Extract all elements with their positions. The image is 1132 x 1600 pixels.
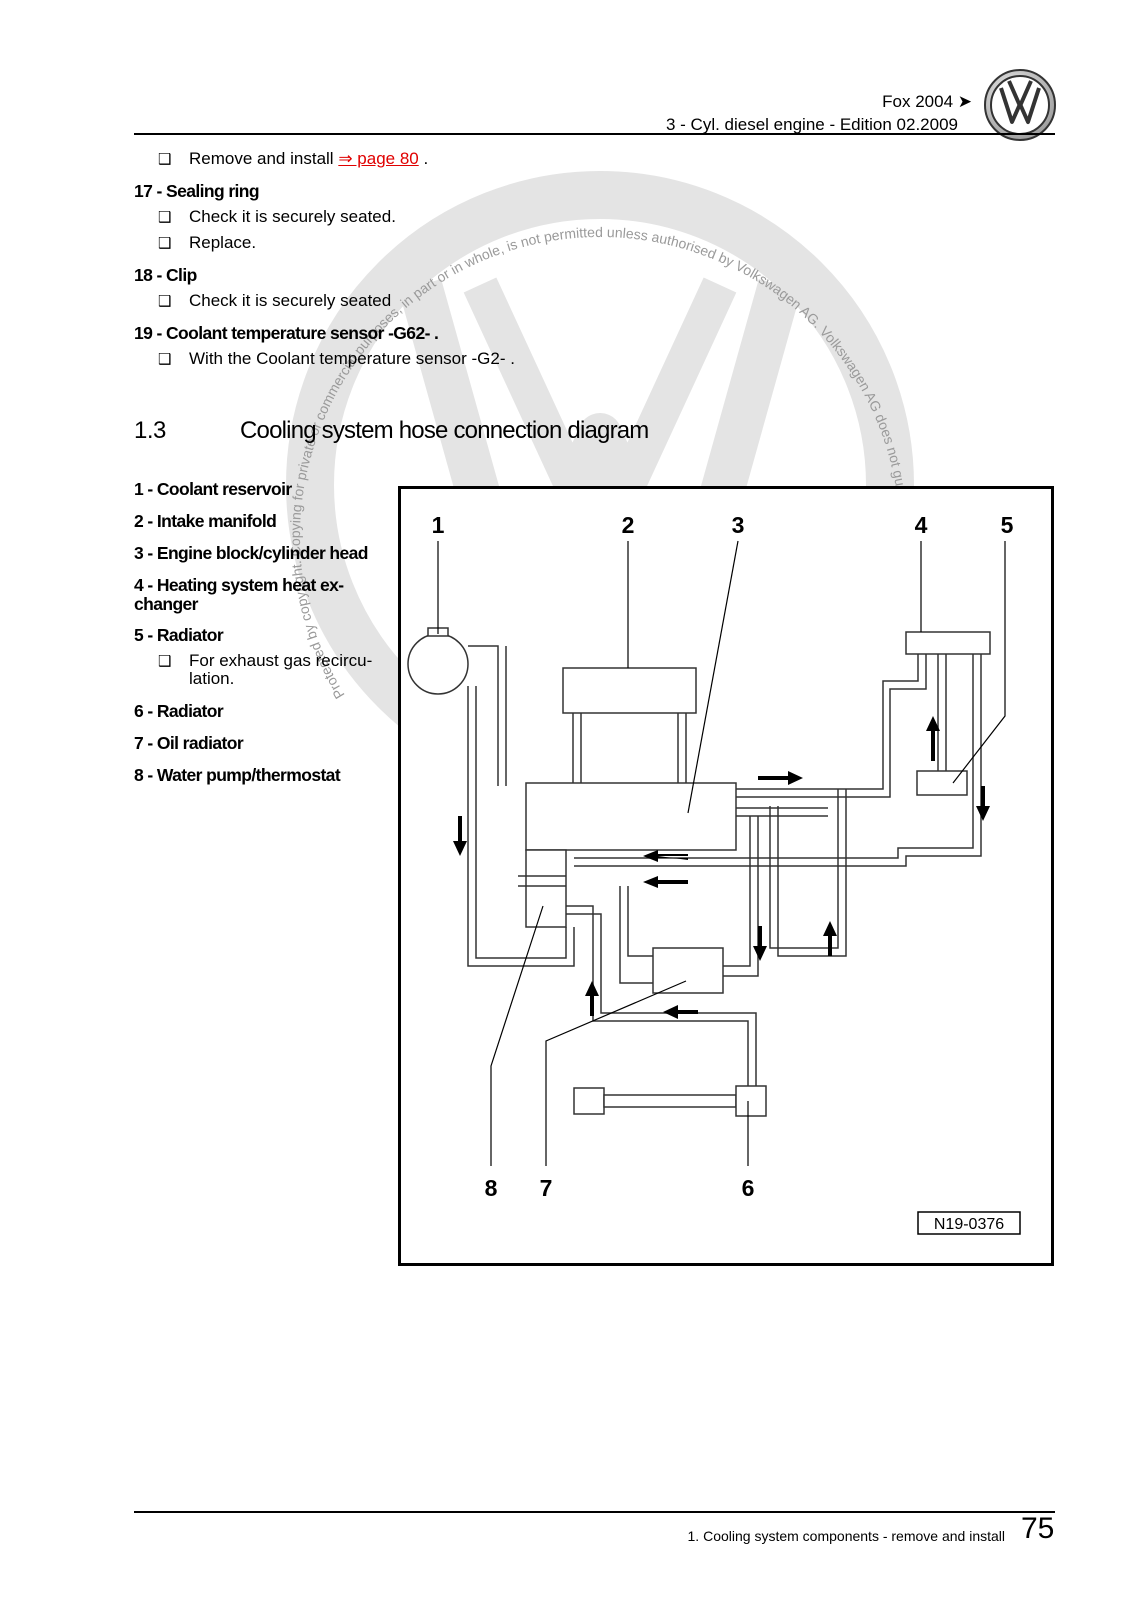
header-title: Fox 2004 ➤ (882, 92, 972, 111)
diagram-label-7: 7 (540, 1175, 553, 1201)
arrow-icon (643, 876, 688, 888)
bullet-item17-1: ❑ Check it is securely seated. (158, 206, 396, 229)
checkbox-icon: ❑ (158, 293, 172, 310)
legend-item-6: 6 - Radiator (134, 701, 224, 721)
checkbox-icon: ❑ (158, 235, 172, 252)
bullet-text: Check it is securely seated. (189, 207, 396, 226)
intake-manifold (562, 667, 697, 714)
item-heading-18: 18 - Clip (134, 265, 197, 285)
bullet-text: Remove and install (189, 149, 334, 168)
leader-lines (437, 540, 1006, 1166)
bullet-text: lation. (189, 669, 235, 688)
checkbox-icon: ❑ (158, 209, 172, 226)
bullet-text: Replace. (189, 233, 257, 252)
bullet-suffix: . (418, 149, 429, 168)
legend-item-4-line1: 4 - Heating system heat ex- (134, 575, 344, 595)
diagram-label-2: 2 (622, 512, 635, 538)
diagram-label-4: 4 (915, 512, 928, 538)
vw-logo-icon (984, 69, 1056, 141)
bullet-item19-1: ❑ With the Coolant temperature sensor -G… (158, 348, 515, 371)
footer-text: 1. Cooling system components - remove an… (687, 1528, 1005, 1544)
legend-item-8: 8 - Water pump/thermostat (134, 765, 341, 785)
section-number: 1.3 (134, 417, 166, 444)
legend-item-1: 1 - Coolant reservoir (134, 479, 292, 499)
arrow-icon (643, 850, 688, 862)
arrow-icon (663, 1005, 698, 1019)
flow-arrows (453, 716, 990, 1019)
bullet-item17-2: ❑ Replace. (158, 232, 256, 255)
oil-radiator (652, 947, 724, 994)
diagram-label-8: 8 (485, 1175, 498, 1201)
bullet-text: Check it is securely seated (189, 291, 392, 310)
water-pump (525, 849, 567, 928)
arrow-icon (823, 921, 837, 956)
figure-id: N19-0376 (934, 1216, 1004, 1233)
arrow-icon (926, 716, 940, 761)
coolant-reservoir (407, 633, 469, 695)
diagram-label-6: 6 (742, 1175, 755, 1201)
bullet-item18-1: ❑ Check it is securely seated (158, 290, 391, 313)
checkbox-icon: ❑ (158, 653, 172, 670)
diagram-label-1: 1 (432, 512, 445, 538)
radiator-bottom (573, 1087, 605, 1115)
radiator-pipe (603, 1094, 737, 1108)
bullet-remove-install: ❑ Remove and install ⇒ page 80 . (158, 148, 428, 171)
legend-item-3: 3 - Engine block/cylinder head (134, 543, 368, 563)
diagram-label-3: 3 (732, 512, 745, 538)
hose-connection-diagram: 1 2 3 4 5 8 7 6 N19-0376 (398, 486, 1054, 1266)
section-title: Cooling system hose connection diagram (240, 417, 649, 444)
diagram-label-5: 5 (1001, 512, 1014, 538)
arrow-icon (453, 816, 467, 856)
legend-item-4-line2: changer (134, 594, 198, 614)
arrow-icon (753, 926, 767, 961)
page-number: 75 (1021, 1512, 1055, 1545)
legend-item-5: 5 - Radiator (134, 625, 224, 645)
arrow-icon (758, 771, 803, 785)
header-subtitle: 3 - Cyl. diesel engine - Edition 02.2009 (665, 115, 958, 134)
footer-rule (134, 1511, 1055, 1513)
page-link[interactable]: ⇒ page 80 (338, 149, 419, 168)
heat-exchanger (905, 631, 991, 655)
legend-item-2: 2 - Intake manifold (134, 511, 277, 531)
bullet-text: With the Coolant temperature sensor -G2-… (189, 349, 515, 368)
radiator-tank (735, 1085, 767, 1117)
figure-id-box (917, 1211, 1021, 1235)
checkbox-icon: ❑ (158, 151, 172, 168)
arrow-icon (585, 981, 599, 1016)
engine-block (525, 782, 737, 851)
legend-item-7: 7 - Oil radiator (134, 733, 244, 753)
bullet-item5-1: ❑ For exhaust gas recircu- (158, 650, 372, 673)
bullet-text: For exhaust gas recircu- (189, 651, 373, 670)
item-heading-19: 19 - Coolant temperature sensor -G62- . (134, 323, 439, 343)
checkbox-icon: ❑ (158, 351, 172, 368)
header-rule (134, 133, 1055, 135)
item-heading-17: 17 - Sealing ring (134, 181, 260, 201)
arrow-icon (976, 786, 990, 821)
